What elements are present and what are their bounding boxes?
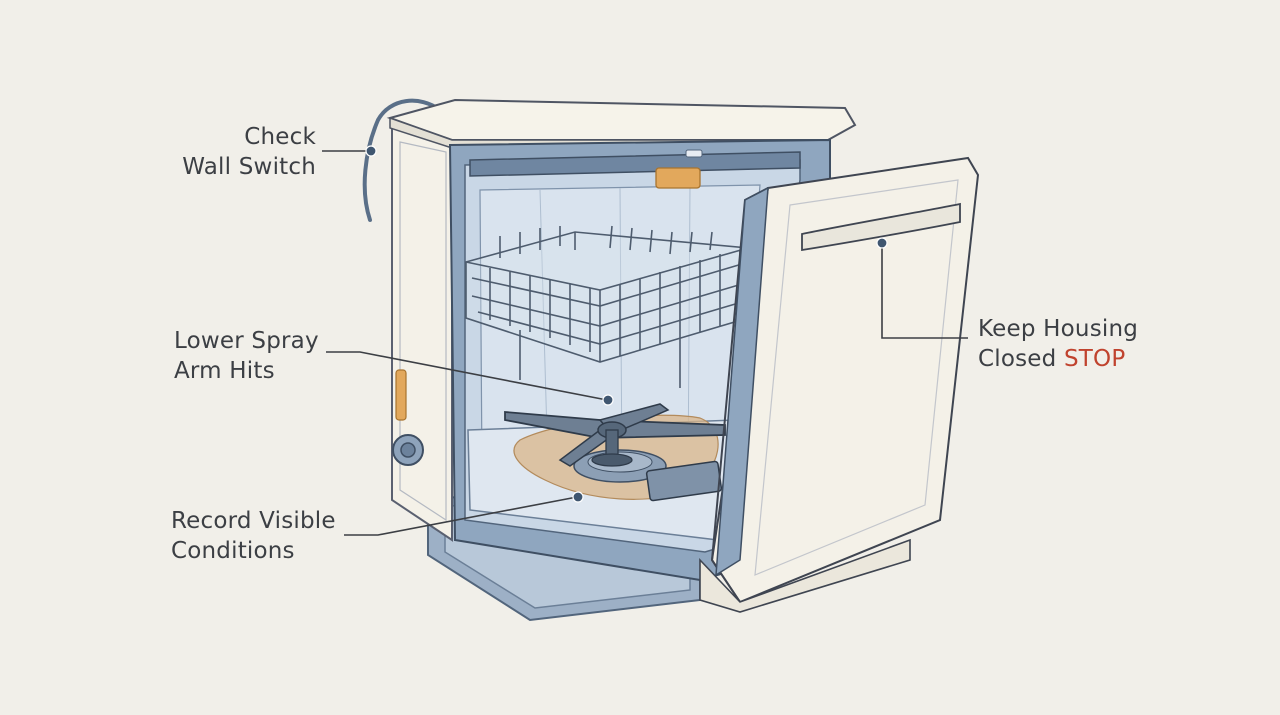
stop-warning: STOP <box>1063 346 1126 372</box>
callout-housing: Keep Housing Closed STOP <box>978 314 1138 374</box>
callout-housing-line1: Keep Housing <box>978 316 1139 342</box>
spray-arm-leader <box>326 351 608 401</box>
callout-record: Record Visible Conditions <box>171 506 336 566</box>
callout-housing-closed: Closed <box>978 346 1064 372</box>
connector-dot <box>365 145 377 157</box>
callout-wall-switch-line1: Check <box>244 124 316 150</box>
cabinet-side-panel <box>391 126 453 542</box>
callout-record-line2: Conditions <box>171 538 295 564</box>
door-handle <box>801 202 961 252</box>
connector-dot <box>602 394 614 406</box>
callout-wall-switch-line2: Wall Switch <box>182 154 316 180</box>
callout-lines <box>322 150 968 536</box>
lower-spray-arm <box>504 403 726 467</box>
dish-rack <box>465 225 749 388</box>
connector-dot <box>876 237 888 249</box>
housing-leader <box>881 243 968 339</box>
side-latch-tab <box>395 369 407 421</box>
power-cord <box>362 98 442 222</box>
record-leader <box>344 496 578 536</box>
callout-spray-arm-line2: Arm Hits <box>174 358 275 384</box>
callout-housing-line2: Closed STOP <box>978 344 1138 374</box>
top-latch-tab <box>655 167 701 189</box>
connector-dot <box>572 491 584 503</box>
callout-spray-arm: Lower Spray Arm Hits <box>174 326 319 386</box>
callout-spray-arm-line1: Lower Spray <box>174 328 319 354</box>
callout-wall-switch: Check Wall Switch <box>160 122 316 182</box>
countertop <box>386 98 857 141</box>
callout-record-line1: Record Visible <box>171 508 336 534</box>
door-inner-edge <box>715 186 769 577</box>
